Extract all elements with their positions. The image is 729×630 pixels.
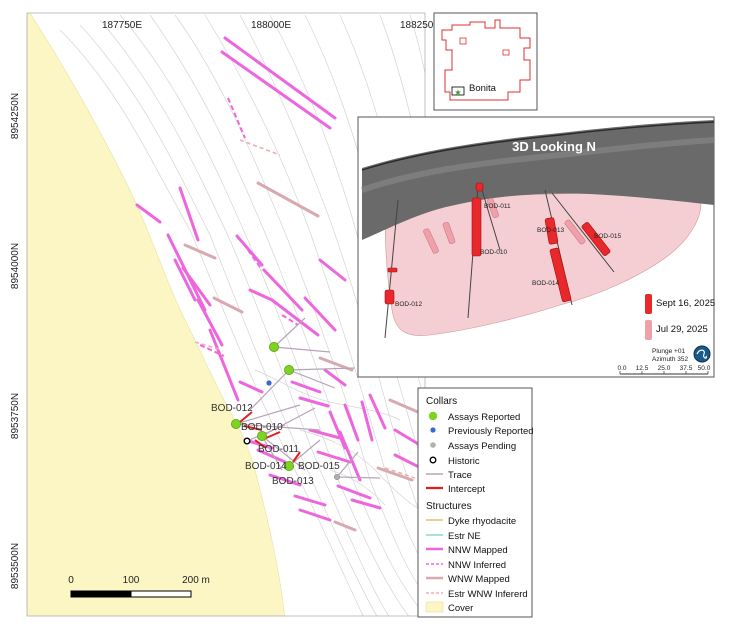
legend-item-label: Trace [448,470,472,481]
drillhole-label: BOD-015 [298,461,340,472]
3d-scale-tick: 0.0 [617,365,626,372]
collar-assays-reported[interactable] [256,430,267,441]
historic-icon [429,456,437,464]
legend-item-label: Assays Pending [448,441,516,452]
3d-hole-label: BOD-015 [594,233,621,240]
legend-item-label: Historic [448,456,480,467]
3d-view-panel: BOD-011 BOD-010 BOD-013 BOD-015 BOD-014 … [357,116,715,378]
previously-reported-icon [430,427,436,433]
scale-tick-label: 0 [68,575,74,586]
collar-previously-reported[interactable] [266,380,272,386]
sept16-swatch [645,294,652,314]
legend-item-label: Estr WNW Infererd [448,589,528,600]
3d-scale-tick: 37.5 [680,365,693,372]
3d-legend-label: Sept 16, 2025 [656,298,715,309]
compass-icon [693,345,711,363]
collar-assays-pending[interactable] [333,473,341,481]
cover-area [27,13,285,616]
drillhole-label: BOD-012 [211,403,253,414]
collar-historic[interactable] [243,437,251,445]
sept16-intercepts [384,182,611,305]
drill-intercepts [239,411,301,463]
assays-pending-icon [430,442,436,448]
legend-item-label: Assays Reported [448,412,520,423]
legend-structures-title: Structures [426,501,472,512]
scale-tick-label: 100 [123,575,140,586]
legend-item-label: NNW Mapped [448,545,508,556]
3d-hole-label: BOD-014 [532,280,559,287]
drillhole-label: BOD-010 [241,422,283,433]
drillhole-label: BOD-014 [245,461,287,472]
northing-labels: 8954250N 8954000N 8953750N 8953500N [10,93,21,589]
collar-assays-reported[interactable] [268,341,279,352]
jul29-swatch [645,320,652,340]
northing-label: 8954250N [10,93,21,139]
3d-scale-tick: 25.0 [658,365,671,372]
easting-label: 188250E [400,20,440,31]
drill-traces [235,317,381,479]
3d-hole-label: BOD-013 [537,227,564,234]
assays-reported-icon [428,411,438,421]
northing-label: 8953500N [10,543,21,589]
3d-scale-tick: 12.5 [636,365,649,372]
scale-bar: 0 100 200 m [68,575,210,598]
inset-locator-map: ★ Bonita [433,12,538,111]
easting-labels: 187750E 188000E 188250E [102,20,440,31]
3d-hole-label: BOD-010 [480,249,507,256]
3d-legend-label: Jul 29, 2025 [656,324,708,335]
collar-assays-reported[interactable] [283,460,294,471]
drillhole-labels: BOD-012 BOD-010 BOD-011 BOD-014 BOD-015 … [211,403,340,487]
plunge-text: Plunge +01 [652,348,685,355]
collar-assays-reported[interactable] [283,364,294,375]
legend-item-label: NNW Inferred [448,560,506,571]
cover-swatch-icon [425,601,444,613]
property-outline [441,19,531,101]
legend-item-label: WNW Mapped [448,574,510,585]
legend-item-label: Dyke rhyodacite [448,516,516,527]
jul29-intercepts [423,197,586,254]
3d-view-title: 3D Looking N [512,139,596,154]
northing-label: 8954000N [10,243,21,289]
drillhole-label: BOD-011 [258,444,299,455]
3d-scale-tick: 50.0 [698,365,711,372]
legend-item-label: Estr NE [448,531,481,542]
inset-location-label: Bonita [469,83,497,94]
3d-hole-label: BOD-012 [395,301,422,308]
legend-item-label: Cover [448,603,473,614]
easting-label: 187750E [102,20,142,31]
wnw-inferred-structures [194,139,416,479]
legend-item-label: Previously Reported [448,426,534,437]
easting-label: 188000E [251,20,291,31]
map-legend: Collars Assays Reported Previously Repor… [417,387,534,618]
azimuth-text: Azimuth 352 [652,356,689,363]
scale-tick-label: 200 m [182,575,210,586]
location-star-icon: ★ [454,88,461,97]
drillhole-label: BOD-013 [272,476,314,487]
3d-scale-bar: 0.0 12.5 25.0 37.5 50.0 [617,365,711,375]
legend-collars-title: Collars [426,396,457,407]
northing-label: 8953750N [10,393,21,439]
legend-item-label: Intercept [448,484,485,495]
nnw-inferred-structures [199,97,299,357]
3d-hole-label: BOD-011 [484,203,511,210]
collar-assays-reported[interactable] [230,418,241,429]
